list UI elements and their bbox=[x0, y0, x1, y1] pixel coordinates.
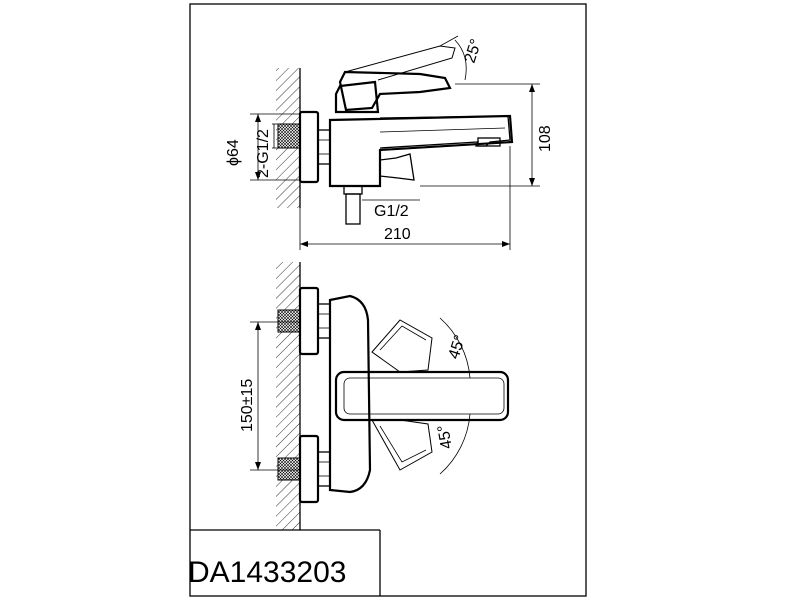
total-length-label: 210 bbox=[384, 226, 411, 243]
lever-raised-outline bbox=[344, 45, 456, 81]
cartridge-housing bbox=[334, 80, 380, 114]
center-distance-label: 150±15 bbox=[239, 379, 256, 432]
lever-angle-label: 25° bbox=[462, 37, 486, 65]
rotation-angle-lower-label: 45° bbox=[435, 423, 456, 450]
escutcheon-upper bbox=[298, 286, 320, 356]
handle-rotated-up bbox=[371, 319, 433, 373]
mixer-body-top bbox=[328, 294, 372, 494]
model-code: DA1433203 bbox=[188, 556, 346, 589]
outlet-thread bbox=[345, 193, 361, 225]
outlet-thread-label: G1/2 bbox=[374, 203, 409, 220]
escutcheon-lower bbox=[298, 434, 320, 504]
connector-thread-lower bbox=[277, 457, 301, 481]
connection-thread-label: 2-G1/2 bbox=[255, 129, 272, 178]
height-label: 108 bbox=[537, 125, 554, 152]
rotation-arc-upper bbox=[439, 317, 471, 379]
mixer-body bbox=[328, 114, 514, 188]
nut-upper bbox=[317, 303, 331, 339]
rotation-angle-upper-label: 45° bbox=[446, 333, 470, 361]
connection-diameter-label: ϕ64 bbox=[225, 139, 242, 166]
rotation-arc-lower bbox=[439, 413, 471, 475]
connector-thread-upper bbox=[277, 309, 301, 333]
connector-thread-top bbox=[277, 123, 301, 149]
lever bbox=[338, 70, 452, 112]
escutcheon-top bbox=[298, 110, 320, 184]
bottom-outlet bbox=[343, 185, 363, 195]
handle-main bbox=[334, 370, 510, 422]
aerator bbox=[477, 137, 501, 147]
angle-arc-25 bbox=[454, 39, 467, 81]
nut-lower bbox=[317, 451, 331, 487]
top-view: 45° 45° 150±15 bbox=[239, 262, 510, 530]
side-view: 25° ϕ64 2-G1/2 108 G1/2 210 bbox=[225, 35, 554, 250]
drawing-border bbox=[189, 3, 587, 597]
wall-hatch-bottom bbox=[276, 262, 300, 530]
nut-top bbox=[317, 129, 331, 165]
diverter-knob bbox=[379, 153, 415, 181]
